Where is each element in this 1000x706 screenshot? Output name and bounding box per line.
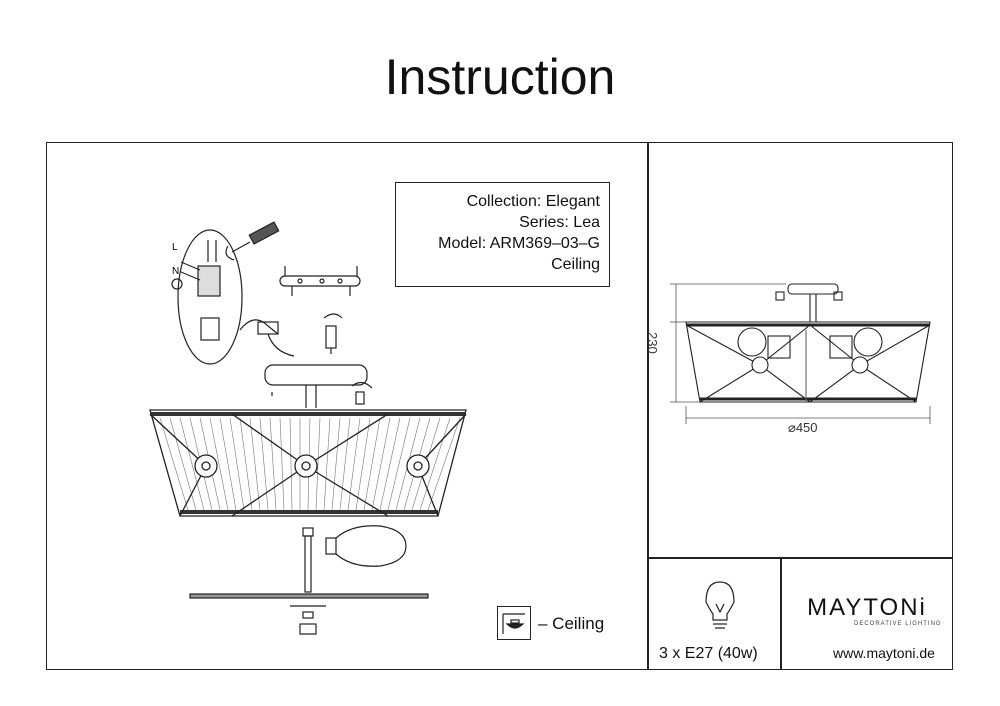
- mounting-bracket: [279, 266, 361, 296]
- rotate-arrow-icon: [351, 381, 373, 405]
- brand-logo: MAYTONi: [807, 594, 927, 621]
- screw-rotate-icon: [323, 313, 343, 354]
- divider-vertical-footer: [780, 557, 782, 670]
- lamp-spec: 3 x E27 (40w): [659, 645, 758, 662]
- center-rod: [302, 527, 314, 593]
- model-label: Model: ARM369–03–G: [438, 235, 600, 252]
- product-info-box: Collection: Elegant Series: Lea Model: A…: [395, 182, 610, 287]
- ceiling-canopy: [264, 364, 368, 408]
- wire-label-n: N: [172, 266, 179, 277]
- type-label: Ceiling: [551, 256, 600, 273]
- wire-label-l: L: [172, 242, 178, 253]
- ceiling-legend-text: – Ceiling: [538, 614, 605, 633]
- wiring-detail: [171, 229, 243, 365]
- instruction-frame: [46, 142, 953, 670]
- ceiling-legend-icon: [502, 613, 525, 634]
- page-title: Instruction: [384, 49, 616, 105]
- height-dimension: 230: [645, 332, 660, 354]
- bulb-icon: [325, 525, 407, 567]
- series-label: Series: Lea: [519, 214, 600, 231]
- diameter-dimension: ⌀450: [788, 420, 818, 435]
- product-elevation: [685, 283, 931, 403]
- divider-horizontal: [647, 557, 953, 559]
- bottom-diffuser: [189, 593, 429, 635]
- collection-label: Collection: Elegant: [466, 193, 600, 210]
- drum-shade: [149, 409, 467, 517]
- bulb-pictogram-icon: [705, 581, 735, 629]
- brand-tagline: DECORATIVE LIGHTING: [854, 621, 942, 627]
- screwdriver-icon: [225, 221, 280, 261]
- dimension-lines: [670, 283, 931, 424]
- divider-vertical: [647, 142, 649, 670]
- wire-connector: [239, 319, 295, 357]
- ceiling-legend-box: [497, 606, 531, 640]
- website-link[interactable]: www.maytoni.de: [833, 645, 935, 661]
